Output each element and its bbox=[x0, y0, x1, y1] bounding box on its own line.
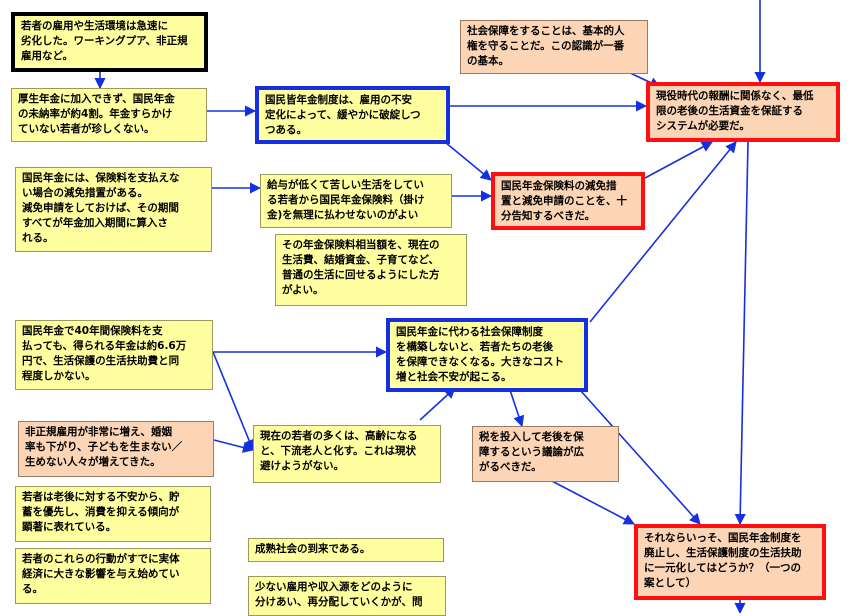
node-pension-unpaid: 厚生年金に加入できず、国民年金 の未納率が約4割。年金すらかけ ていない若者が珍… bbox=[11, 88, 207, 142]
arrow-n8-n5 bbox=[644, 141, 713, 179]
arrow-n5-n16 bbox=[734, 141, 749, 526]
node-universal-pension-collapse: 国民皆年金制度は、雇用の不安 定化によって、緩やかに破綻しつ つある。 bbox=[255, 86, 450, 144]
node-mature-society: 成熟社会の到来である。 bbox=[248, 538, 444, 562]
node-downstream-elderly: 現在の若者の多くは、高齢になる と、下流老人と化す。これは現状 避けようがない。 bbox=[253, 425, 441, 483]
node-abolish-pension: それならいっそ、国民年金制度を 廃止し、生活保護制度の生活扶助 に一元化してはど… bbox=[634, 524, 826, 600]
node-redistribution: 少ない雇用や収入源をどのように 分けあい、再分配していくかが、問 bbox=[248, 576, 446, 616]
arrow-n11-n16 bbox=[579, 389, 701, 525]
arrow-n13-n11 bbox=[419, 387, 456, 421]
node-youth-employment: 若者の雇用や生活環境は急速に 劣化した。ワーキングプア、非正規 雇用など。 bbox=[11, 12, 208, 72]
node-pension-amount: 国民年金で40年間保険料を支 払っても、得られる年金は約6.6万 円で、生活保護… bbox=[15, 320, 213, 390]
node-pension-exemption: 国民年金には、保険料を支払えな い場合の減免措置がある。 減免申請をしておけば、… bbox=[15, 167, 212, 252]
node-announce-exemption: 国民年金保険料の減免措 置と減免申請のことを、十 分告知するべきだ。 bbox=[491, 172, 645, 230]
arrow-n11-n5 bbox=[589, 141, 737, 323]
node-dont-force-payment: 給与が低くて苦しい生活をしてい る若者から国民年金保険料（掛け 金)を無理に払わ… bbox=[260, 174, 452, 228]
arrow-n10-n13 bbox=[212, 351, 255, 452]
node-tax-funded: 税を投入して老後を保 障するという議論が広 がるべきだ。 bbox=[472, 426, 619, 482]
arrow-n14-n16 bbox=[549, 479, 635, 525]
node-saving-over-consumption: 若者は老後に対する不安から、貯 蓄を優先し、消費を抑える傾向が 顕著に表れている… bbox=[15, 486, 211, 542]
node-economic-impact: 若者のこれらの行動がすでに実体 経済に大きな影響を与え始めてい る。 bbox=[15, 548, 211, 604]
node-redirect-premiums: その年金保険料相当額を、現在の 生活費、結婚資金、子育てなど、 普通の生活に回せ… bbox=[275, 234, 467, 306]
node-nonregular-birthrate: 非正規雇用が非常に増え、婚姻 率も下がり、子どもを生まない／ 生めない人々が増え… bbox=[18, 421, 214, 477]
node-social-security-human-rights: 社会保障をすることは、基本的人 権を守ることだ。この認識が一番 の基本。 bbox=[460, 20, 648, 74]
arrow-n3-n8 bbox=[439, 137, 492, 181]
node-minimum-living-guarantee: 現役時代の報酬に関係なく、最低 限の老後の生活資金を保証する システムが必要だ。 bbox=[646, 82, 840, 142]
node-new-social-security: 国民年金に代わる社会保障制度 を構築しないと、若者たちの老後 を保障できなくなる… bbox=[386, 318, 588, 392]
arrow-n11-n14 bbox=[509, 389, 525, 428]
arrow-n12-n13 bbox=[213, 439, 255, 453]
